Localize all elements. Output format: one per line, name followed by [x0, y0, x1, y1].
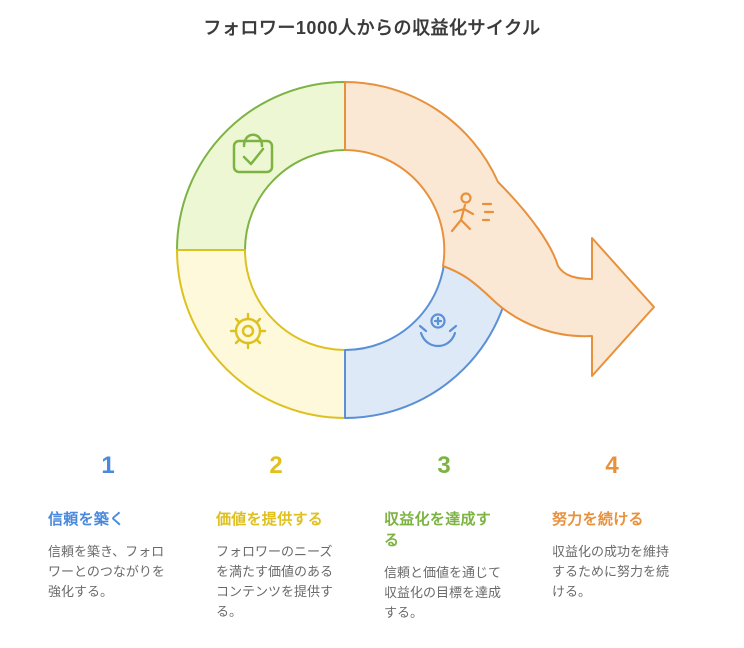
step-number: 4: [605, 452, 619, 479]
gear-icon: [229, 312, 267, 350]
step-heading: 信頼を築く: [48, 511, 125, 528]
segment-trust: [176, 81, 346, 251]
step-heading: 価値を提供する: [216, 511, 324, 528]
step-body: 信頼を築き、フォロワーとのつながりを強化する。: [48, 544, 165, 600]
step-column-3: 3 収益化を達成する 信頼と価値を通じて収益化の目標を達成する。: [384, 452, 504, 623]
step-column-2: 2 価値を提供する フォロワーのニーズを満たす価値のあるコンテンツを提供する。: [216, 452, 336, 623]
step-number: 1: [101, 452, 115, 479]
cycle-diagram: [176, 81, 655, 419]
step-heading: 収益化を達成する: [384, 511, 492, 549]
segment-arrow-effort: [344, 81, 655, 377]
step-body: 収益化の成功を維持するために努力を続ける。: [552, 544, 670, 600]
shopping-bag-check-icon: [232, 133, 274, 174]
steps-row: 1 信頼を築く 信頼を築き、フォロワーとのつながりを強化する。 2 価値を提供す…: [48, 452, 672, 623]
runner-icon: [450, 192, 495, 233]
money-hands-icon: [418, 313, 458, 348]
step-column-1: 1 信頼を築く 信頼を築き、フォロワーとのつながりを強化する。: [48, 452, 168, 623]
step-body: フォロワーのニーズを満たす価値のあるコンテンツを提供する。: [216, 544, 334, 620]
segment-value: [176, 249, 346, 419]
step-number: 3: [437, 452, 451, 479]
page-title: フォロワー1000人からの収益化サイクル: [203, 18, 541, 38]
step-body: 信頼と価値を通じて収益化の目標を達成する。: [384, 565, 502, 621]
step-column-4: 4 努力を続ける 収益化の成功を維持するために努力を続ける。: [552, 452, 672, 623]
step-heading: 努力を続ける: [552, 511, 644, 528]
step-number: 2: [269, 452, 283, 479]
